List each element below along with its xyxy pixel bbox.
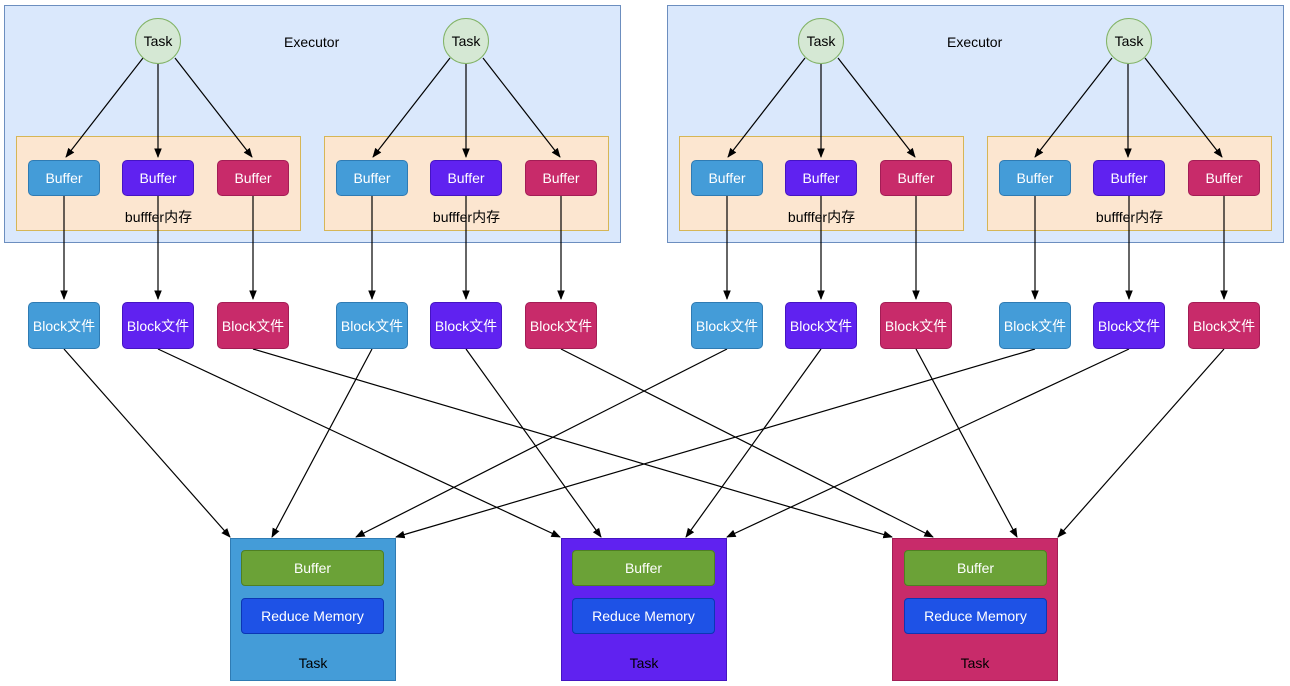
block-file-4: Block文件 [336,302,408,349]
reduce-task-2-label: Task [629,655,659,671]
block-file-5: Block文件 [430,302,502,349]
buffer-memory-label-3: bufffer内存 [787,209,856,225]
buffer-memory-label-4: bufffer内存 [1095,209,1164,225]
buffer-memory-label-2: bufffer内存 [432,209,501,225]
map-task-3: Task [798,18,844,64]
block-file-8: Block文件 [785,302,857,349]
map-task-1: Task [135,18,181,64]
block-file-1: Block文件 [28,302,100,349]
map-task-2: Task [443,18,489,64]
reduce-task-2-memory: Reduce Memory [572,598,715,634]
buffer-3-1: Buffer [691,160,763,196]
block-file-2: Block文件 [122,302,194,349]
buffer-3-3: Buffer [880,160,952,196]
block-file-3: Block文件 [217,302,289,349]
buffer-1-3: Buffer [217,160,289,196]
block-file-6: Block文件 [525,302,597,349]
buffer-2-3: Buffer [525,160,597,196]
reduce-task-3-buffer: Buffer [904,550,1047,586]
buffer-3-2: Buffer [785,160,857,196]
reduce-task-3-label: Task [960,655,990,671]
reduce-task-1-label: Task [298,655,328,671]
block-file-9: Block文件 [880,302,952,349]
block-file-12: Block文件 [1188,302,1260,349]
buffer-4-2: Buffer [1093,160,1165,196]
block-file-7: Block文件 [691,302,763,349]
buffer-2-1: Buffer [336,160,408,196]
reduce-task-1-buffer: Buffer [241,550,384,586]
reduce-task-3-memory: Reduce Memory [904,598,1047,634]
buffer-memory-label-1: bufffer内存 [124,209,193,225]
reduce-task-2-buffer: Buffer [572,550,715,586]
reduce-task-1-memory: Reduce Memory [241,598,384,634]
buffer-4-1: Buffer [999,160,1071,196]
buffer-2-2: Buffer [430,160,502,196]
buffer-1-1: Buffer [28,160,100,196]
block-file-10: Block文件 [999,302,1071,349]
buffer-4-3: Buffer [1188,160,1260,196]
block-file-11: Block文件 [1093,302,1165,349]
map-task-4: Task [1106,18,1152,64]
executor-2-label: Executor [947,34,1003,50]
executor-1-label: Executor [284,34,340,50]
buffer-1-2: Buffer [122,160,194,196]
